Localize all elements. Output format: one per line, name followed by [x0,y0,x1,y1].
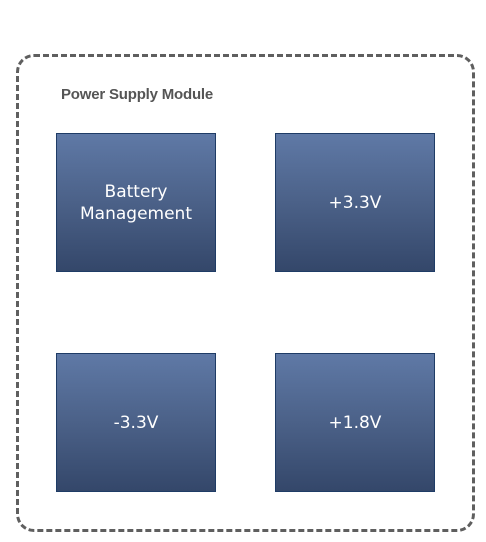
module-title: Power Supply Module [61,86,214,103]
plus-3v3-block: +3.3V [275,133,435,272]
battery-management-block: Battery Management [56,133,216,272]
plus-1v8-block: +1.8V [275,353,435,492]
power-supply-module-container [16,54,475,532]
minus-3v3-block: -3.3V [56,353,216,492]
